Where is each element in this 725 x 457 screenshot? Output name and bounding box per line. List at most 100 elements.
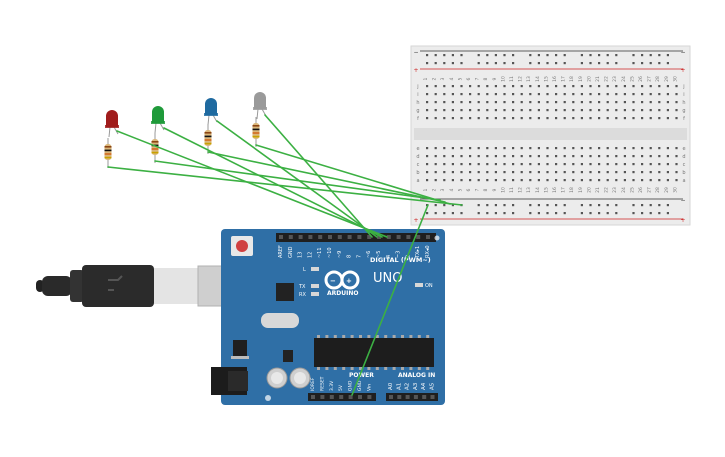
breadboard-hole[interactable] [451,93,454,96]
breadboard-hole[interactable] [434,93,437,96]
breadboard-hole[interactable] [606,109,609,112]
rail-hole[interactable] [589,212,592,215]
breadboard-hole[interactable] [520,109,523,112]
rail-hole[interactable] [443,204,446,207]
breadboard-hole[interactable] [520,117,523,120]
breadboard-hole[interactable] [529,155,532,158]
rail-hole[interactable] [641,62,644,65]
digital-pin[interactable] [426,235,430,239]
breadboard-hole[interactable] [598,163,601,166]
breadboard-hole[interactable] [615,155,618,158]
breadboard-hole[interactable] [641,85,644,88]
breadboard-hole[interactable] [563,171,566,174]
breadboard-hole[interactable] [598,101,601,104]
breadboard-hole[interactable] [641,117,644,120]
rail-hole[interactable] [641,212,644,215]
breadboard-hole[interactable] [649,155,652,158]
breadboard-hole[interactable] [426,163,429,166]
breadboard-hole[interactable] [555,85,558,88]
rail-hole[interactable] [641,204,644,207]
breadboard-hole[interactable] [563,93,566,96]
digital-pin[interactable] [416,235,421,239]
rail-hole[interactable] [555,212,558,215]
jumper-wire[interactable] [351,204,429,396]
breadboard-hole[interactable] [426,101,429,104]
rail-hole[interactable] [632,204,635,207]
breadboard-hole[interactable] [503,93,506,96]
breadboard-hole[interactable] [580,117,583,120]
breadboard-hole[interactable] [649,171,652,174]
breadboard-hole[interactable] [460,85,463,88]
breadboard-hole[interactable] [426,179,429,182]
breadboard-hole[interactable] [486,117,489,120]
rail-hole[interactable] [546,62,549,65]
breadboard-hole[interactable] [494,109,497,112]
rail-hole[interactable] [434,62,437,65]
rail-hole[interactable] [503,204,506,207]
jumper-wire[interactable] [154,160,441,201]
breadboard-hole[interactable] [675,85,678,88]
breadboard-hole[interactable] [469,101,472,104]
analog-pin[interactable] [389,395,393,399]
rail-hole[interactable] [546,212,549,215]
breadboard-hole[interactable] [572,109,575,112]
breadboard-hole[interactable] [529,101,532,104]
rail-hole[interactable] [443,54,446,57]
rail-hole[interactable] [434,204,437,207]
breadboard-hole[interactable] [460,109,463,112]
rail-hole[interactable] [598,204,601,207]
breadboard-hole[interactable] [598,171,601,174]
breadboard-hole[interactable] [460,117,463,120]
breadboard-hole[interactable] [512,179,515,182]
breadboard-hole[interactable] [563,109,566,112]
resistor[interactable] [151,133,159,163]
rail-hole[interactable] [426,62,429,65]
breadboard-hole[interactable] [434,109,437,112]
rail-hole[interactable] [486,62,489,65]
breadboard-hole[interactable] [641,147,644,150]
usb-cable[interactable] [36,265,253,307]
breadboard-hole[interactable] [443,155,446,158]
digital-pin[interactable] [377,235,381,239]
breadboard-hole[interactable] [477,85,480,88]
breadboard-hole[interactable] [675,101,678,104]
breadboard-hole[interactable] [503,101,506,104]
rail-hole[interactable] [649,62,652,65]
breadboard-hole[interactable] [641,109,644,112]
breadboard-hole[interactable] [469,85,472,88]
digital-pin[interactable] [367,235,372,239]
breadboard-hole[interactable] [649,101,652,104]
breadboard-hole[interactable] [426,93,429,96]
breadboard-hole[interactable] [477,109,480,112]
breadboard-hole[interactable] [589,163,592,166]
rail-hole[interactable] [649,212,652,215]
breadboard-hole[interactable] [503,179,506,182]
rail-hole[interactable] [434,212,437,215]
breadboard-hole[interactable] [623,179,626,182]
breadboard-hole[interactable] [486,93,489,96]
jumper-wire[interactable] [207,151,446,203]
breadboard-hole[interactable] [555,101,558,104]
breadboard-hole[interactable] [598,117,601,120]
breadboard-hole[interactable] [537,155,540,158]
breadboard-hole[interactable] [494,93,497,96]
breadboard-hole[interactable] [434,155,437,158]
breadboard-hole[interactable] [537,101,540,104]
breadboard-hole[interactable] [460,163,463,166]
breadboard-hole[interactable] [494,155,497,158]
breadboard-hole[interactable] [666,171,669,174]
rail-hole[interactable] [580,62,583,65]
breadboard-hole[interactable] [606,85,609,88]
breadboard-hole[interactable] [426,109,429,112]
rail-hole[interactable] [494,204,497,207]
rail-hole[interactable] [632,54,635,57]
rail-hole[interactable] [589,54,592,57]
breadboard-hole[interactable] [451,155,454,158]
breadboard-hole[interactable] [572,155,575,158]
breadboard-hole[interactable] [606,163,609,166]
breadboard-hole[interactable] [572,179,575,182]
breadboard-hole[interactable] [537,147,540,150]
breadboard-hole[interactable] [512,171,515,174]
breadboard-hole[interactable] [641,171,644,174]
breadboard-hole[interactable] [675,117,678,120]
